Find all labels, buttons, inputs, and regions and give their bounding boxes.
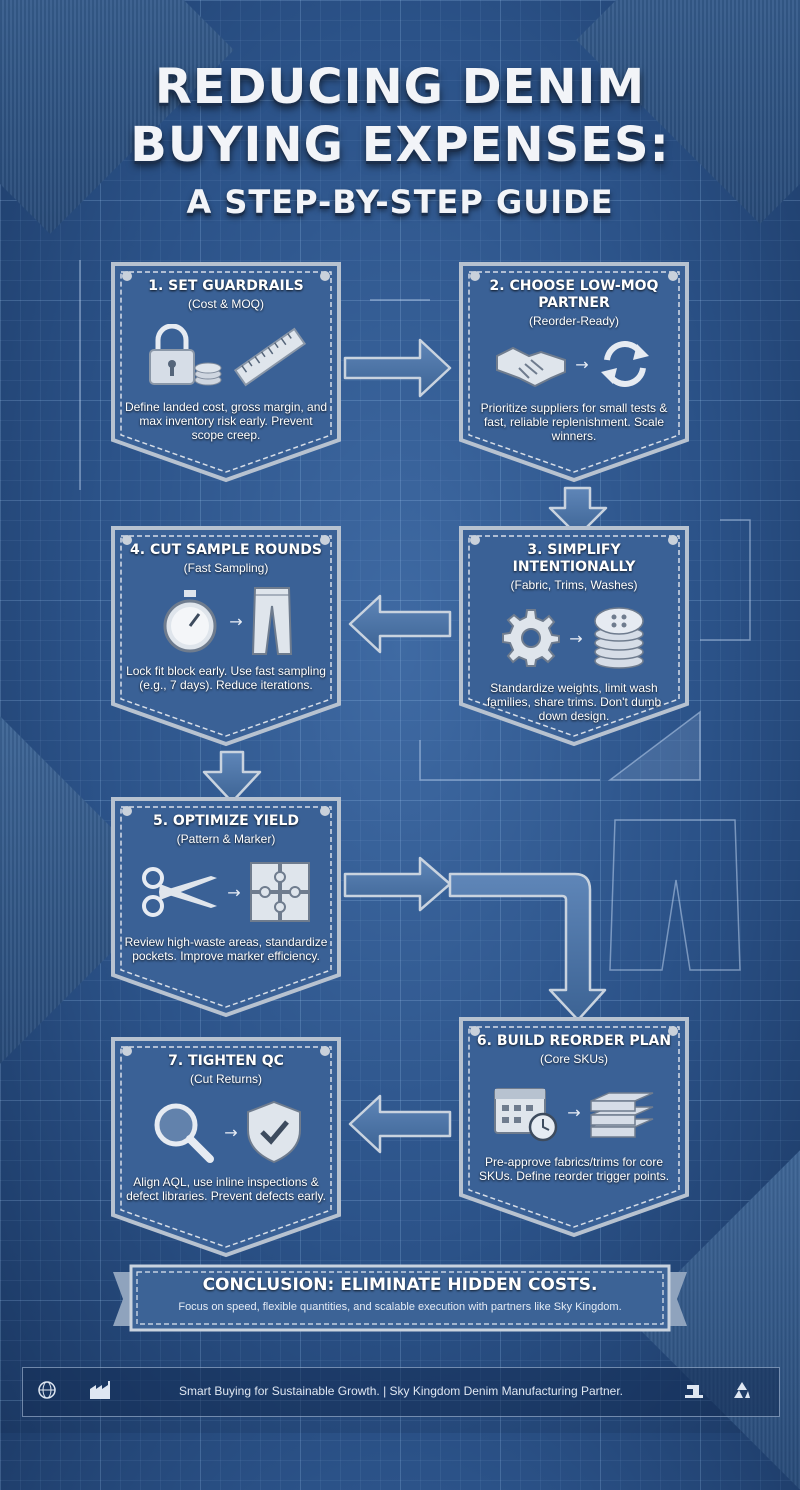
- step-title: 4. CUT SAMPLE ROUNDS: [130, 542, 322, 558]
- step-subtitle: (Fast Sampling): [183, 561, 269, 575]
- step-subtitle: (Core SKUs): [539, 1052, 608, 1066]
- step-description: Pre-approve fabrics/trims for core SKUs.…: [478, 1155, 670, 1183]
- arrow-step5-to-step6-elbow: [448, 872, 607, 1022]
- blueprint-jeans-outline: [609, 819, 741, 971]
- step-badge-7: [111, 1037, 341, 1258]
- arrow-right-icon: →: [567, 1102, 581, 1122]
- puzzle-icon: [249, 861, 311, 923]
- step-title: 3. SIMPLIFY INTENTIONALLY: [512, 542, 636, 575]
- ruler-icon: [234, 324, 306, 390]
- arrow-step5-to-step6: [343, 856, 452, 912]
- step-badge-6: [459, 1017, 689, 1238]
- arrow-right-icon: →: [227, 882, 241, 902]
- blueprint-triangle: [607, 710, 701, 781]
- step-title: 2. CHOOSE LOW-MOQ PARTNER: [489, 278, 659, 311]
- calendar-clock-icon: [493, 1081, 559, 1143]
- shield-check-icon: [246, 1100, 302, 1164]
- step-card-6: 6. BUILD REORDER PLAN (Core SKUs) → Pre-…: [455, 1013, 693, 1240]
- folded-jeans-icon: [589, 1081, 655, 1143]
- arrow-step1-to-step2: [343, 338, 452, 398]
- step-card-2: 2. CHOOSE LOW-MOQ PARTNER (Reorder-Ready…: [455, 258, 693, 485]
- step-title: 1. SET GUARDRAILS: [148, 278, 304, 294]
- step-description: Prioritize suppliers for small tests & f…: [480, 401, 668, 443]
- refresh-icon: [597, 338, 653, 390]
- blueprint-line-mid: [419, 740, 600, 781]
- step-subtitle: (Reorder-Ready): [528, 314, 620, 328]
- step-card-4: 4. CUT SAMPLE ROUNDS (Fast Sampling) → L…: [107, 522, 345, 749]
- step-card-7: 7. TIGHTEN QC (Cut Returns) → Align AQL,…: [107, 1033, 345, 1260]
- step-subtitle: (Pattern & Marker): [176, 832, 276, 846]
- arrow-step6-to-step7: [348, 1094, 452, 1154]
- step-description: Review high-waste areas, standardize poc…: [124, 935, 328, 963]
- handshake-icon: [495, 338, 567, 390]
- arrow-right-icon: →: [229, 611, 243, 631]
- title-line-2: BUYING EXPENSES:: [130, 117, 670, 173]
- title-line-1: REDUCING DENIM: [154, 59, 646, 115]
- footer-text: Smart Buying for Sustainable Growth. | S…: [179, 1384, 623, 1398]
- button-stack-icon: [591, 605, 647, 671]
- gear-icon: [501, 608, 561, 668]
- step-badge-5: [111, 797, 341, 1018]
- arrow-step4-to-step5: [202, 750, 262, 804]
- step-description: Align AQL, use inline inspections & defe…: [126, 1175, 326, 1203]
- blueprint-line-right: [700, 519, 751, 641]
- step-card-3: 3. SIMPLIFY INTENTIONALLY (Fabric, Trims…: [455, 522, 693, 749]
- stopwatch-icon: [159, 588, 221, 654]
- page-subtitle: A STEP-BY-STEP GUIDE: [186, 183, 614, 221]
- padlock-coins-icon: [146, 324, 226, 390]
- sewing-machine-icon: [683, 1380, 705, 1404]
- step-badge-2: [459, 262, 689, 483]
- step-subtitle: (Cost & MOQ): [187, 297, 264, 311]
- step-description: Define landed cost, gross margin, and ma…: [124, 400, 328, 442]
- step-card-1: 1. SET GUARDRAILS (Cost & MOQ) Define la…: [107, 258, 345, 485]
- step-badge-4: [111, 526, 341, 747]
- factory-icon: [89, 1380, 111, 1404]
- jeans-icon: [251, 586, 293, 656]
- page-title: REDUCING DENIM BUYING EXPENSES: A STEP-B…: [0, 58, 800, 222]
- arrow-right-icon: →: [575, 354, 589, 374]
- footer-bar: Smart Buying for Sustainable Growth. | S…: [22, 1367, 780, 1417]
- conclusion-ribbon: [113, 1264, 687, 1332]
- arrow-step3-to-step4: [348, 594, 452, 654]
- globe-icon: [37, 1380, 57, 1404]
- magnifier-icon: [150, 1099, 216, 1165]
- step-title: 7. TIGHTEN QC: [168, 1053, 284, 1069]
- step-description: Lock fit block early. Use fast sampling …: [126, 664, 326, 692]
- flow-connectors: [79, 260, 751, 1154]
- recycle-icon: [731, 1380, 753, 1406]
- conclusion-banner: CONCLUSION: ELIMINATE HIDDEN COSTS. Focu…: [113, 1264, 687, 1332]
- conclusion-title: CONCLUSION: ELIMINATE HIDDEN COSTS.: [202, 1275, 598, 1295]
- step-subtitle: (Cut Returns): [189, 1072, 263, 1086]
- arrow-step2-to-step3: [548, 486, 608, 538]
- scissors-icon: [141, 864, 219, 920]
- step-title: 6. BUILD REORDER PLAN: [476, 1033, 672, 1049]
- arrow-right-icon: →: [224, 1122, 238, 1142]
- step-badge-3: [459, 526, 689, 747]
- step-card-5: 5. OPTIMIZE YIELD (Pattern & Marker) → R…: [107, 793, 345, 1020]
- arrow-right-icon: →: [569, 628, 583, 648]
- step-badge-1: [111, 262, 341, 483]
- step-title: 5. OPTIMIZE YIELD: [152, 813, 300, 829]
- conclusion-text: Focus on speed, flexible quantities, and…: [178, 1301, 622, 1313]
- step-description: Standardize weights, limit wash families…: [486, 681, 662, 723]
- step-subtitle: (Fabric, Trims, Washes): [510, 578, 638, 592]
